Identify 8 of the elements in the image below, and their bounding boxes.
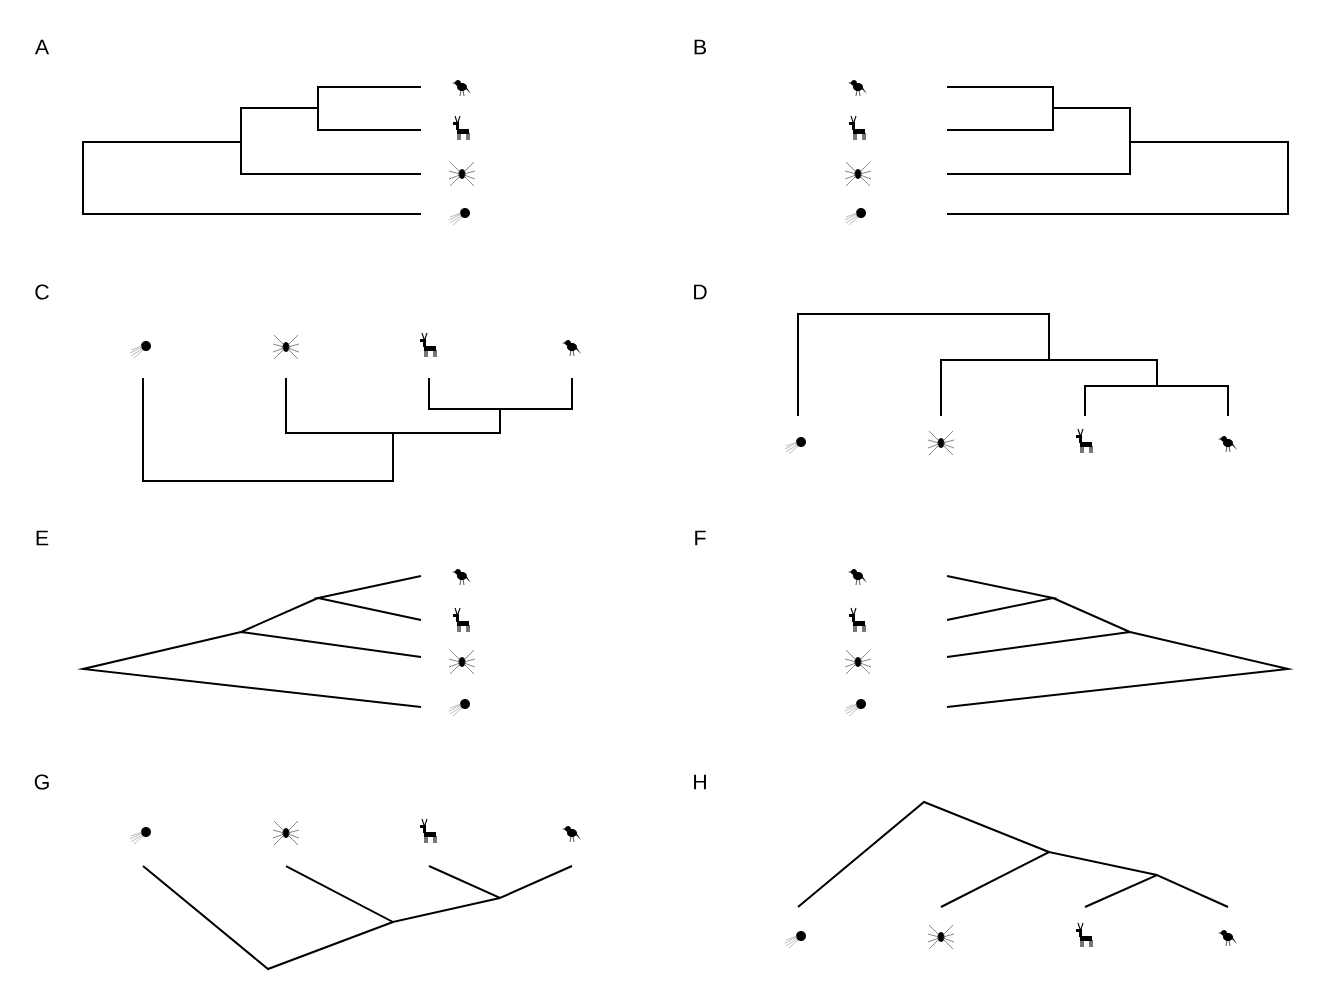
panel-label: B — [694, 39, 706, 55]
panel-label: A — [34, 39, 50, 55]
panel-label: C — [35, 284, 49, 300]
panel-label: E — [36, 530, 49, 546]
panel-label: G — [34, 774, 49, 790]
panel-label: F — [695, 530, 706, 546]
panel-label: D — [694, 284, 707, 300]
panel-label: H — [694, 774, 706, 790]
